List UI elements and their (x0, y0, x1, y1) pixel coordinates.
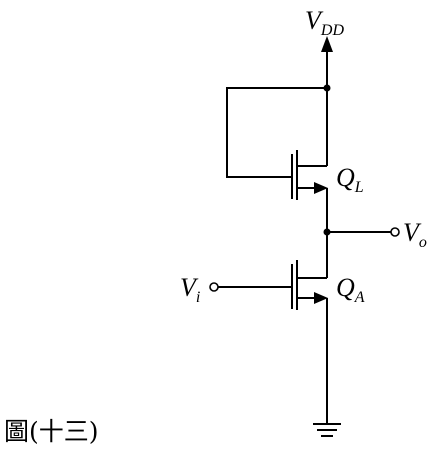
vdd-label: VDD (305, 6, 344, 39)
ground-icon (313, 423, 341, 437)
vdd-arrow-icon (321, 36, 333, 52)
ql-gate-loop (226, 87, 327, 178)
figure-caption: 圖(十三) (4, 417, 99, 446)
input-terminal (209, 282, 219, 292)
vdd-supply (321, 36, 333, 166)
transistor-qa (209, 260, 328, 423)
ql-label: QL (336, 163, 364, 196)
transistor-ql (291, 150, 328, 278)
vi-label: Vi (180, 273, 200, 306)
ql-source-arrow-icon (314, 182, 328, 194)
ql-gate-wire (226, 87, 327, 178)
vo-label: Vo (403, 218, 427, 251)
qa-source-arrow-icon (314, 292, 328, 304)
output-terminal (390, 227, 400, 237)
qa-label: QA (336, 273, 365, 306)
output-node (323, 227, 400, 237)
